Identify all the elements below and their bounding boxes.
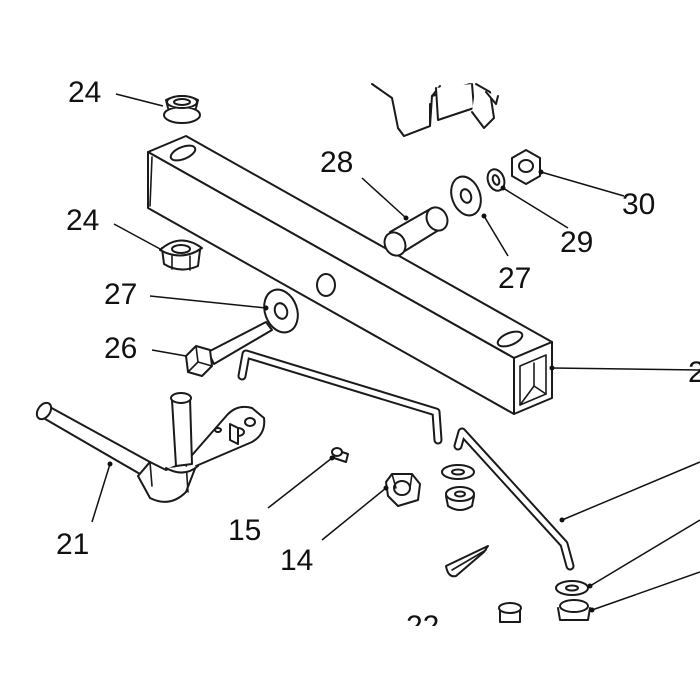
bushing-24-upper: [163, 95, 201, 124]
spacer-28: [383, 206, 449, 257]
callout-26: 26: [104, 332, 137, 365]
callout-2: 2: [688, 356, 700, 389]
bolt-26: [185, 321, 273, 377]
cotter-pin-22: [445, 545, 489, 578]
callout-27-left: 27: [104, 278, 137, 311]
tie-rod-left: [237, 349, 443, 445]
spindle-21: [35, 392, 266, 503]
pin-15: [331, 447, 349, 463]
nut-14: [385, 473, 421, 507]
callout-27-right: 27: [498, 262, 531, 295]
hardware-under-rod-left: [441, 464, 475, 511]
lockwasher-29: [486, 168, 506, 192]
upper-bracket: [371, 83, 499, 137]
tie-rod-right: [453, 427, 575, 571]
callout-24-upper: 24: [68, 76, 101, 109]
washer-27-right: [450, 175, 482, 217]
callout-14: 14: [280, 544, 313, 577]
callout-21: 21: [56, 528, 89, 561]
callout-29: 29: [560, 226, 593, 259]
callout-15: 15: [228, 514, 261, 547]
callout-24-lower: 24: [66, 204, 99, 237]
washer-27-left: [263, 288, 299, 334]
nut-30: [511, 149, 541, 185]
hardware-under-rod-right: [555, 580, 591, 621]
bushing-24-lower: [159, 239, 203, 271]
axle-beam: [147, 135, 553, 415]
callout-30: 30: [622, 188, 655, 221]
bushing-bottom: [498, 602, 522, 623]
bottom-crop: [0, 626, 700, 700]
callout-28: 28: [320, 146, 353, 179]
leader-lines: [91, 93, 700, 613]
